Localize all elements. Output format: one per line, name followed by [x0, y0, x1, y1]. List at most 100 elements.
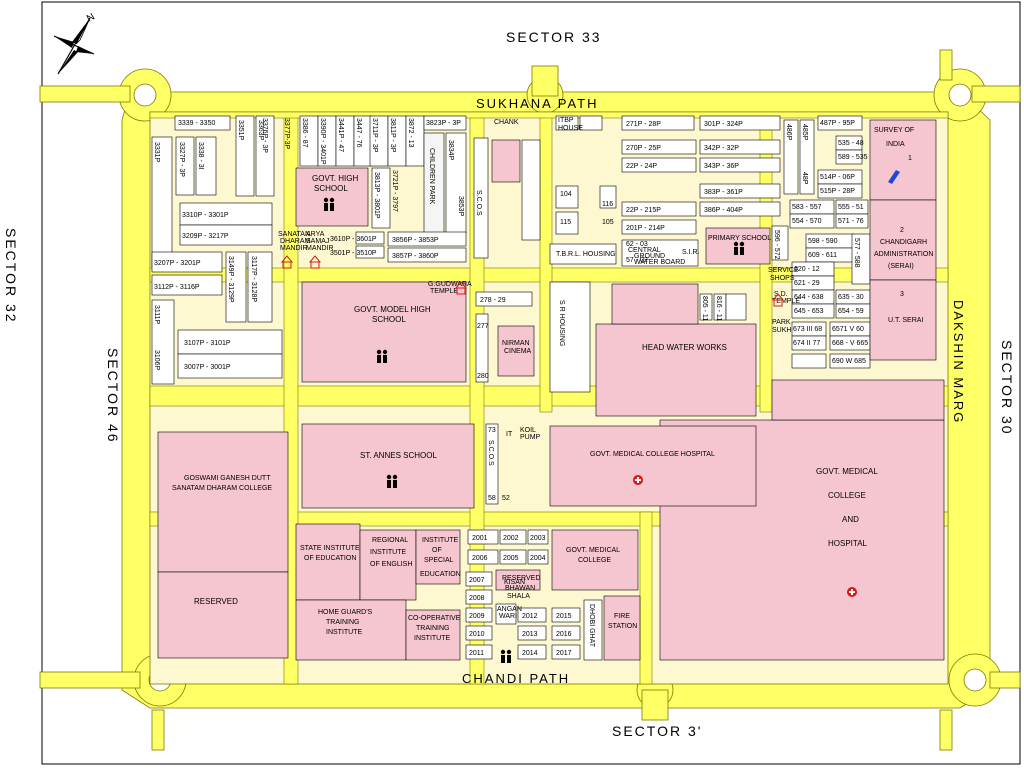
sanatan-mandir-label: SANATAN — [278, 231, 310, 238]
cooperative-label: CO-OPERATIVE — [408, 615, 461, 622]
plot-label: 116 — [602, 201, 613, 208]
goswami-college-label-2: SANATAM DHARAM COLLEGE — [172, 485, 272, 492]
sukhana-path-label: SUKHANA PATH — [476, 96, 598, 111]
plot-label: 621 - 29 — [794, 280, 820, 287]
govt-medical-college-label-2: COLLEGE — [578, 557, 611, 564]
scos-north-label: S.C.O.S — [475, 190, 482, 216]
gmch-big-label-4: HOSPITAL — [828, 539, 868, 548]
cooperative-label-2: TRAINING — [416, 625, 449, 632]
plot-label: 2012 — [522, 613, 538, 620]
plot-label: 609 - 611 — [808, 252, 837, 259]
chd-admin-label: 2 — [900, 227, 904, 234]
govt-model-school-label-2: SCHOOL — [372, 315, 406, 324]
petrol-pump-label: KOIL — [520, 427, 536, 434]
plot-label: 280 — [477, 373, 489, 380]
cgwb-label: CENTRAL — [628, 247, 661, 254]
plot-label: 3610P - 3601P — [330, 236, 377, 243]
plot-label: 48P — [801, 172, 808, 185]
sr-housing-label: S R HOUSING — [558, 300, 565, 346]
govt-high-school-label-2: SCHOOL — [314, 184, 348, 193]
regional-institute-label-3: OF ENGLISH — [370, 561, 412, 568]
hospital-icon — [633, 475, 643, 485]
school-icon — [733, 241, 745, 255]
home-guards-label-2: TRAINING — [326, 619, 359, 626]
school-icon — [376, 349, 388, 363]
ut-serai-label: 3 — [900, 291, 904, 298]
plot-label: 554 - 570 — [792, 218, 822, 225]
plot-label: 668 - V 665 — [832, 340, 868, 347]
plot-label: 3377P-3P — [283, 118, 290, 149]
plot-label: 3331P — [153, 142, 160, 163]
govt-high-school-label: GOVT. HIGH — [312, 174, 358, 183]
itbp-label: ITBP — [558, 117, 574, 124]
ut-serai-label-2: U.T. SERAI — [888, 317, 923, 324]
school-icon — [323, 197, 335, 211]
plot-label: 22P - 215P — [626, 207, 661, 214]
road-stubs — [39, 49, 1021, 751]
plot-label: 2005 — [503, 555, 519, 562]
gmch-big-label-3: AND — [842, 515, 859, 524]
plot-label: 201P - 214P — [626, 225, 665, 232]
anganwari-label-2: WARI — [499, 613, 517, 620]
plot-label: 515P - 28P — [820, 188, 855, 195]
children-park-label: CHILDREN PARK — [428, 148, 435, 205]
state-institute-label: STATE INSTITUTE — [300, 545, 360, 552]
plot-label: 555 - 51 — [838, 204, 864, 211]
scos-south-label: S.C.O.S — [487, 440, 494, 466]
plot-label: 3872 - 13 — [407, 118, 414, 148]
plot-label: 645 - 653 — [794, 308, 824, 315]
anganwari-label: ANGAN — [497, 606, 522, 613]
plot-label: 3327P - 3P — [178, 142, 185, 177]
plot-label: 3107P - 3101P — [184, 340, 231, 347]
park-sukh-label-2: SUKH — [772, 327, 791, 334]
plot-label: 3376P - 3P — [261, 118, 268, 153]
sd-temple-label: S.D. — [774, 291, 788, 298]
plot-label: 805 - 11 — [701, 296, 708, 321]
head-water-works-label: HEAD WATER WORKS — [642, 343, 727, 352]
chd-admin-label-4: (SERAI) — [888, 263, 914, 270]
sector-west-outer-label: SECTOR 32 — [3, 228, 19, 324]
institute-special-label: INSTITUTE — [422, 537, 458, 544]
plot-label: 3447 - 76 — [355, 118, 362, 148]
plot-label: 3441P - 47 — [337, 118, 344, 152]
plot-label: 3813P - 3801P — [373, 172, 380, 219]
plot-label: 2009 — [469, 613, 485, 620]
plot-label: 383P - 361P — [704, 189, 743, 196]
hospital-icon — [847, 587, 857, 597]
kisan-bhawan-label: KISAN — [504, 579, 525, 586]
chd-booth-label: CHANK — [494, 119, 519, 126]
sanatan-mandir-label-3: MANDIR — [280, 245, 308, 252]
govt-model-school-label: GOVT. MODEL HIGH — [354, 305, 431, 314]
gurudwara-label: G.GUDWARA — [428, 281, 472, 288]
plot-label: 278 - 29 — [480, 297, 506, 304]
plot-label: 342P - 32P — [704, 145, 739, 152]
itbp-label-2: HOUSE — [558, 125, 583, 132]
goswami-college-label: GOSWAMI GANESH DUTT — [184, 475, 271, 482]
plot-label: 3711P - 3P — [371, 118, 378, 153]
plot-label: 3823P - 3P — [426, 120, 461, 127]
institution-labels: GOVT. HIGH SCHOOL CHILDREN PARK SANATAN … — [172, 117, 933, 648]
park-sukh-label: PARK — [772, 319, 791, 326]
plot-label: 2016 — [556, 631, 572, 638]
plot-label: 3721P - 3797 — [391, 170, 398, 212]
institute-special-label-4: EDUCATION — [420, 571, 461, 578]
plot-label: 271P - 28P — [626, 121, 661, 128]
plot-label: 301P - 324P — [704, 121, 743, 128]
fire-station-label: FIRE — [614, 613, 630, 620]
gmch-hospital-label: GOVT. MEDICAL COLLEGE HOSPITAL — [590, 451, 715, 458]
institute-special-label-3: SPECIAL — [424, 557, 454, 564]
plot-label: 105 — [602, 219, 614, 226]
gurudwara-label-2: TEMPLE — [430, 288, 458, 295]
fire-station-label-2: STATION — [608, 623, 637, 630]
plot-label: 583 - 557 — [792, 204, 822, 211]
plot-label: 487P - 95P — [820, 120, 855, 127]
state-institute-label-2: OF EDUCATION — [304, 555, 356, 562]
plot-label: 58 — [488, 495, 496, 502]
nirman-cinema-label: NIRMAN — [502, 340, 530, 347]
dhobi-ghat-label: DHOBI GHAT — [588, 604, 595, 648]
plot-label: S.I.R. — [682, 249, 700, 256]
sd-temple-label-2: TEMPLE — [772, 298, 800, 305]
plot-label: 486P — [785, 124, 792, 141]
plot-label: 2014 — [522, 650, 538, 657]
